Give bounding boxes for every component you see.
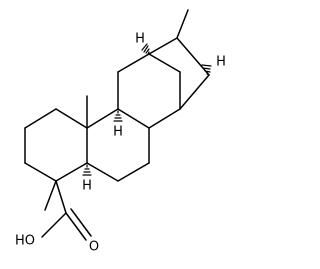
molecular-structure: H H H H HO O (15, 9, 226, 255)
bridge-bonds (148, 9, 210, 110)
atom-label-h-top-right: H (216, 55, 226, 70)
ring-c-bonds (117, 53, 181, 129)
stereo-bonds (82, 43, 212, 176)
atom-label-carboxyl-oh: HO (15, 234, 35, 249)
methyl-bonds (44, 95, 88, 211)
atom-label-carboxyl-o: O (89, 240, 99, 255)
hashed-bond-top-right (201, 64, 212, 76)
atom-label-h-top-left: H (135, 32, 145, 47)
hashed-bond-top-left (141, 43, 150, 55)
atom-label-h-ring-junction: H (113, 125, 123, 140)
hashed-bond-junction-lower (82, 164, 92, 176)
carboxyl-group (41, 180, 92, 241)
atom-label-h-ring-junction-lower: H (82, 179, 92, 194)
ring-b-bonds (86, 108, 150, 182)
hashed-bond-junction (113, 110, 123, 122)
ring-a-bonds (24, 108, 88, 182)
